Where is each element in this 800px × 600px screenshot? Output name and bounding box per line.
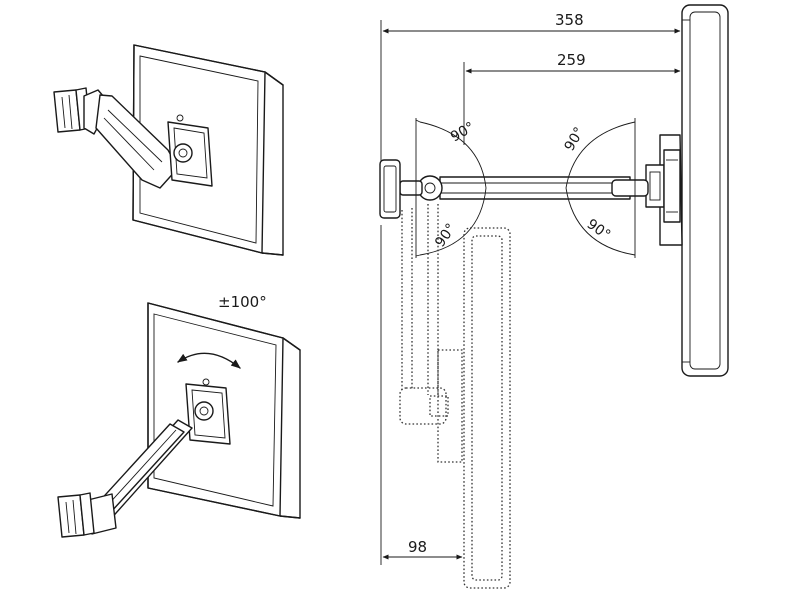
- dimension-arm-259: 259: [463, 51, 681, 145]
- dim-offset-label: 98: [408, 538, 427, 556]
- angle-bottom-right: 90°: [584, 216, 614, 243]
- perspective-view-extended: [53, 44, 284, 256]
- folded-position-ghost: [399, 204, 511, 589]
- arm-top: [83, 89, 179, 189]
- vesa-plate-bottom: [185, 378, 231, 445]
- rotation-label: ±100°: [218, 293, 267, 311]
- monitor-side-view: [681, 4, 729, 377]
- rotation-arrow: [177, 352, 241, 369]
- dimension-total-358: 358: [380, 11, 681, 165]
- plan-view: 358 259 98: [379, 4, 729, 589]
- vesa-plate-top: [167, 114, 213, 187]
- dim-total-label: 358: [555, 11, 584, 29]
- wall-plate-side: [379, 159, 401, 219]
- arm-side-view: [399, 175, 649, 201]
- wall-bracket-bottom: [57, 492, 95, 538]
- angle-bottom-left: 90°: [432, 221, 459, 251]
- dimension-offset-98: 98: [380, 225, 463, 565]
- vesa-head-side: [645, 134, 683, 246]
- perspective-view-rotated: ±100°: [57, 293, 301, 538]
- dim-arm-label: 259: [557, 51, 586, 69]
- arm-bottom: [85, 419, 193, 535]
- angle-top-left: 90°: [448, 119, 478, 145]
